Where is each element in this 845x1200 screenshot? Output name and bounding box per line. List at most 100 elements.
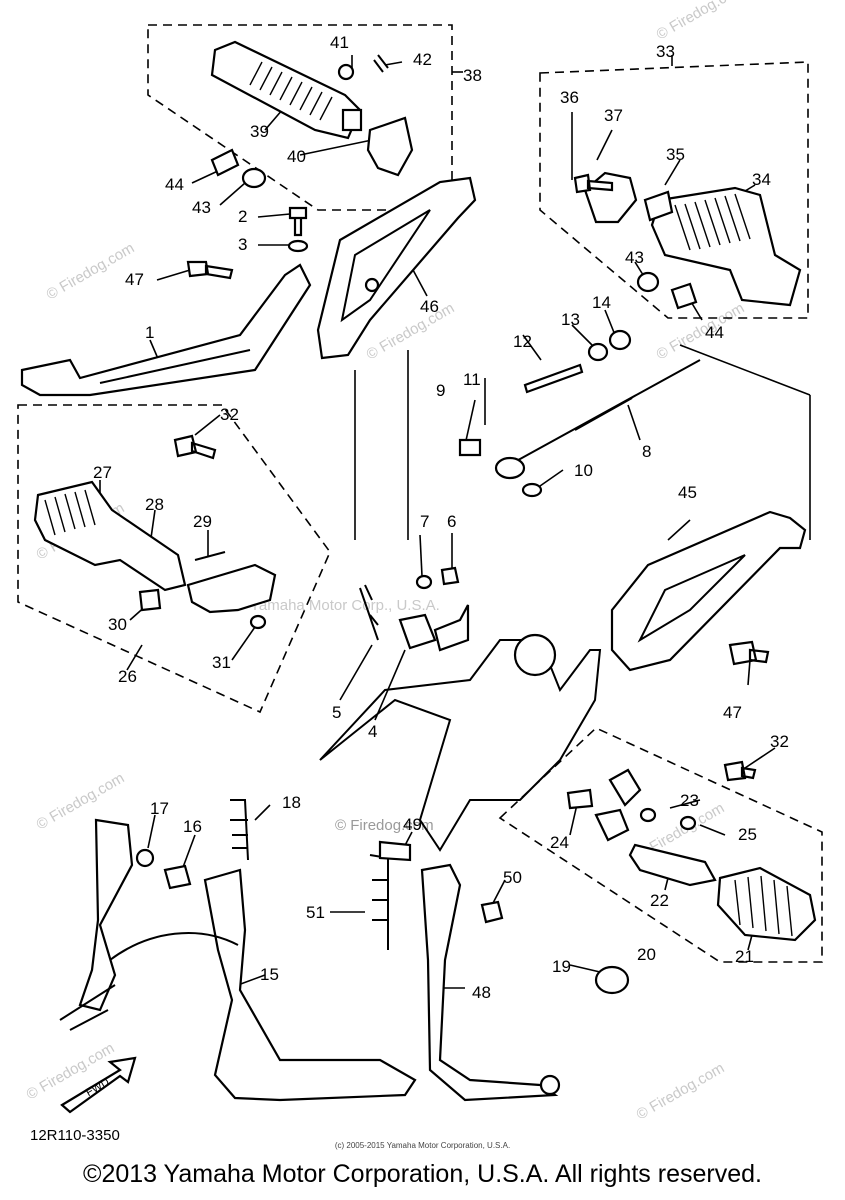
- bolt-47: [186, 260, 234, 280]
- part-number-label: 25: [738, 825, 757, 844]
- small-copyright: (c) 2005-2015 Yamaha Motor Corporation, …: [334, 1141, 511, 1150]
- bolt-32b: [723, 760, 757, 782]
- part-number-label: 11: [463, 370, 481, 389]
- watermark-inline: © Firedog.com: [335, 817, 434, 834]
- part-number-label: 36: [560, 88, 579, 107]
- part-number-label: 28: [145, 495, 164, 514]
- frame: [319, 639, 602, 852]
- watermark-center: Yamaha Motor Corp., U.S.A.: [250, 597, 440, 614]
- part-number-label: 34: [752, 170, 771, 189]
- washer-3: [287, 239, 309, 253]
- part-number-label: 48: [472, 983, 491, 1002]
- part-number-label: 30: [108, 615, 127, 634]
- part-number-label: 47: [723, 703, 742, 722]
- part-number-label: 18: [282, 793, 301, 812]
- bolt-36: [573, 173, 614, 194]
- nut-14: [608, 329, 632, 351]
- part-number-label: 49: [403, 815, 422, 834]
- part-number-label: 29: [193, 512, 212, 531]
- part-23: [639, 807, 657, 823]
- spring-18: [230, 799, 249, 861]
- pivot-boss: [513, 633, 557, 677]
- bolt-49: [378, 840, 412, 862]
- group-box-20: [498, 727, 823, 963]
- part-number-label: 37: [604, 106, 623, 125]
- bracket-46: [316, 176, 477, 360]
- footrest-39: [210, 40, 363, 140]
- nut-43: [241, 167, 267, 189]
- bracket-22: [628, 843, 717, 887]
- stand-15-right: [203, 868, 417, 1102]
- pin-41: [337, 63, 355, 81]
- part-number-label: 1: [145, 323, 154, 342]
- part-number-label: 20: [637, 945, 656, 964]
- part-number-label: 51: [306, 903, 325, 922]
- part-number-label: 50: [503, 868, 522, 887]
- bolt-47b: [728, 640, 770, 666]
- part-number-label: 5: [332, 703, 341, 722]
- pin-9: [458, 438, 482, 457]
- part-number-label: 10: [574, 461, 593, 480]
- part-number-label: 14: [592, 293, 611, 312]
- part-35: [643, 190, 674, 222]
- watermark: © Firedog.com: [654, 0, 748, 43]
- part-number-label: 16: [183, 817, 202, 836]
- part-number-label: 41: [330, 33, 349, 52]
- part-number-label: 21: [735, 947, 754, 966]
- spring-29: [194, 551, 226, 561]
- part-number-label: 13: [561, 310, 580, 329]
- watermark: © Firedog.com: [44, 239, 138, 303]
- nut-7: [415, 574, 433, 590]
- part-number-label: 12: [513, 332, 532, 351]
- part-number-label: 6: [447, 512, 456, 531]
- spring-5: [359, 584, 379, 641]
- part-number-label: 8: [642, 442, 651, 461]
- part-number-label: 19: [552, 957, 571, 976]
- copyright-footer: ©2013 Yamaha Motor Corporation, U.S.A. A…: [83, 1160, 762, 1188]
- part-number-label: 23: [680, 791, 699, 810]
- bracket-40: [366, 116, 414, 177]
- bolt-6: [440, 566, 460, 586]
- part-number-label: 35: [666, 145, 685, 164]
- footrest-34: [650, 186, 802, 307]
- group-box-26: [17, 404, 331, 714]
- clip-42: [373, 54, 389, 73]
- part-number-label: 26: [118, 667, 137, 686]
- part-number-label: 44: [165, 175, 184, 194]
- brake-switch-4: [398, 604, 470, 652]
- part-number-label: 43: [625, 248, 644, 267]
- washer-17: [135, 848, 155, 868]
- part-number-label: 3: [238, 235, 247, 254]
- part-number-label: 24: [550, 833, 569, 852]
- part-number-label: 31: [212, 653, 231, 672]
- watermark: © Firedog.com: [654, 299, 748, 363]
- bush-44: [210, 148, 240, 177]
- spring-12: [523, 363, 584, 394]
- pin-24: [566, 788, 594, 810]
- watermark: © Firedog.com: [24, 1039, 118, 1103]
- part-number-label: 9: [436, 381, 445, 400]
- part-number-label: 32: [770, 732, 789, 751]
- part-number-label: 32: [220, 405, 239, 424]
- spring-51: [369, 854, 389, 950]
- nut-43b: [636, 271, 660, 293]
- fwd-label: FWD: [84, 1076, 112, 1099]
- footrest-27: [33, 480, 187, 592]
- stand-15-crossbar: [59, 932, 239, 1031]
- nut-50: [480, 900, 504, 924]
- bracket-28: [186, 563, 277, 614]
- part-number-label: 27: [93, 463, 112, 482]
- part-number-label: 17: [150, 799, 169, 818]
- part-number-label: 15: [260, 965, 279, 984]
- part-number-label: 39: [250, 122, 269, 141]
- cap-19: [594, 965, 630, 995]
- sidestand-48: [420, 863, 559, 1102]
- clip-31: [249, 614, 267, 630]
- part-number-label: 4: [368, 722, 377, 741]
- diagram-code: 12R110-3350: [30, 1127, 120, 1144]
- clip-25: [679, 815, 697, 831]
- part-number-label: 46: [420, 297, 439, 316]
- part-number-label: 40: [287, 147, 306, 166]
- part-number-label: 38: [463, 66, 482, 85]
